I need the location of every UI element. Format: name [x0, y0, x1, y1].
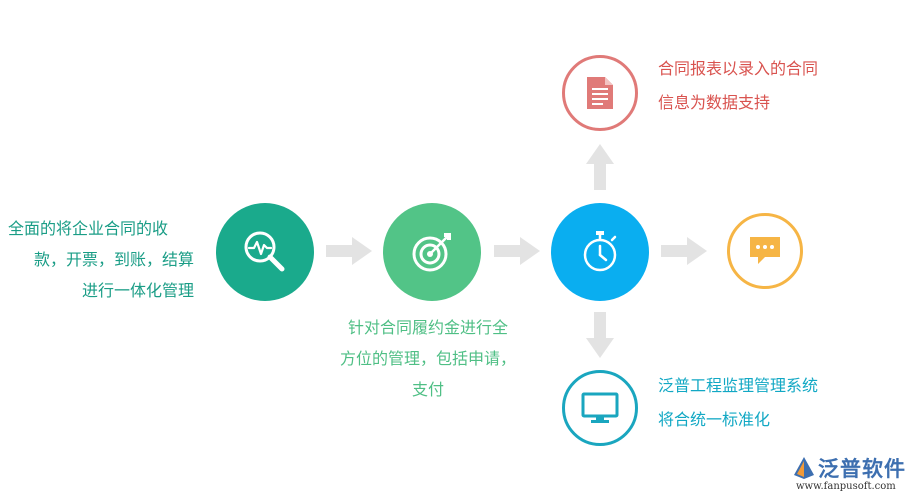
left-description-line: 款，开票，到账，结算 — [33, 250, 194, 269]
top-description-line: 合同报表以录入的合同 — [658, 59, 819, 78]
middle-description-line: 方位的管理，包括申请， — [339, 349, 516, 368]
analytics-search-icon — [244, 231, 285, 272]
arrow-up — [586, 144, 614, 190]
logo-mark-icon — [794, 457, 814, 479]
middle-description-line: 支付 — [411, 380, 444, 399]
logo-url: www.fanpusoft.com — [796, 481, 896, 492]
target-icon — [412, 233, 451, 272]
chat-bubble-icon — [750, 237, 780, 264]
document-icon — [587, 77, 613, 109]
left-description-line: 进行一体化管理 — [81, 281, 194, 300]
bottom-circle — [562, 370, 638, 446]
arrow-right — [661, 237, 707, 265]
bottom-description: 泛普工程监理管理系统 将合统一标准化 — [658, 369, 818, 437]
arrow-right — [326, 237, 372, 265]
bottom-description-line: 将合统一标准化 — [658, 410, 771, 429]
stopwatch-icon — [583, 231, 617, 272]
step3-circle — [551, 203, 649, 301]
middle-description: 针对合同履约金进行全 方位的管理，包括申请， 支付 — [318, 312, 538, 405]
brand-logo: 泛普软件 www.fanpusoft.com — [788, 452, 914, 496]
step1-circle — [216, 203, 314, 301]
step2-circle — [383, 203, 481, 301]
arrow-down — [586, 312, 614, 358]
bottom-description-line: 泛普工程监理管理系统 — [658, 376, 819, 395]
left-description-line: 全面的将企业合同的收 — [8, 219, 169, 238]
arrow-right — [494, 237, 540, 265]
middle-description-line: 针对合同履约金进行全 — [347, 318, 508, 337]
left-description: 全面的将企业合同的收 款，开票，到账，结算 进行一体化管理 — [8, 213, 194, 306]
logo-name: 泛普软件 — [818, 457, 906, 481]
step4-circle — [727, 213, 803, 289]
top-description-line: 信息为数据支持 — [658, 93, 771, 112]
monitor-icon — [581, 392, 619, 423]
top-description: 合同报表以录入的合同 信息为数据支持 — [658, 52, 818, 120]
top-circle — [562, 55, 638, 131]
